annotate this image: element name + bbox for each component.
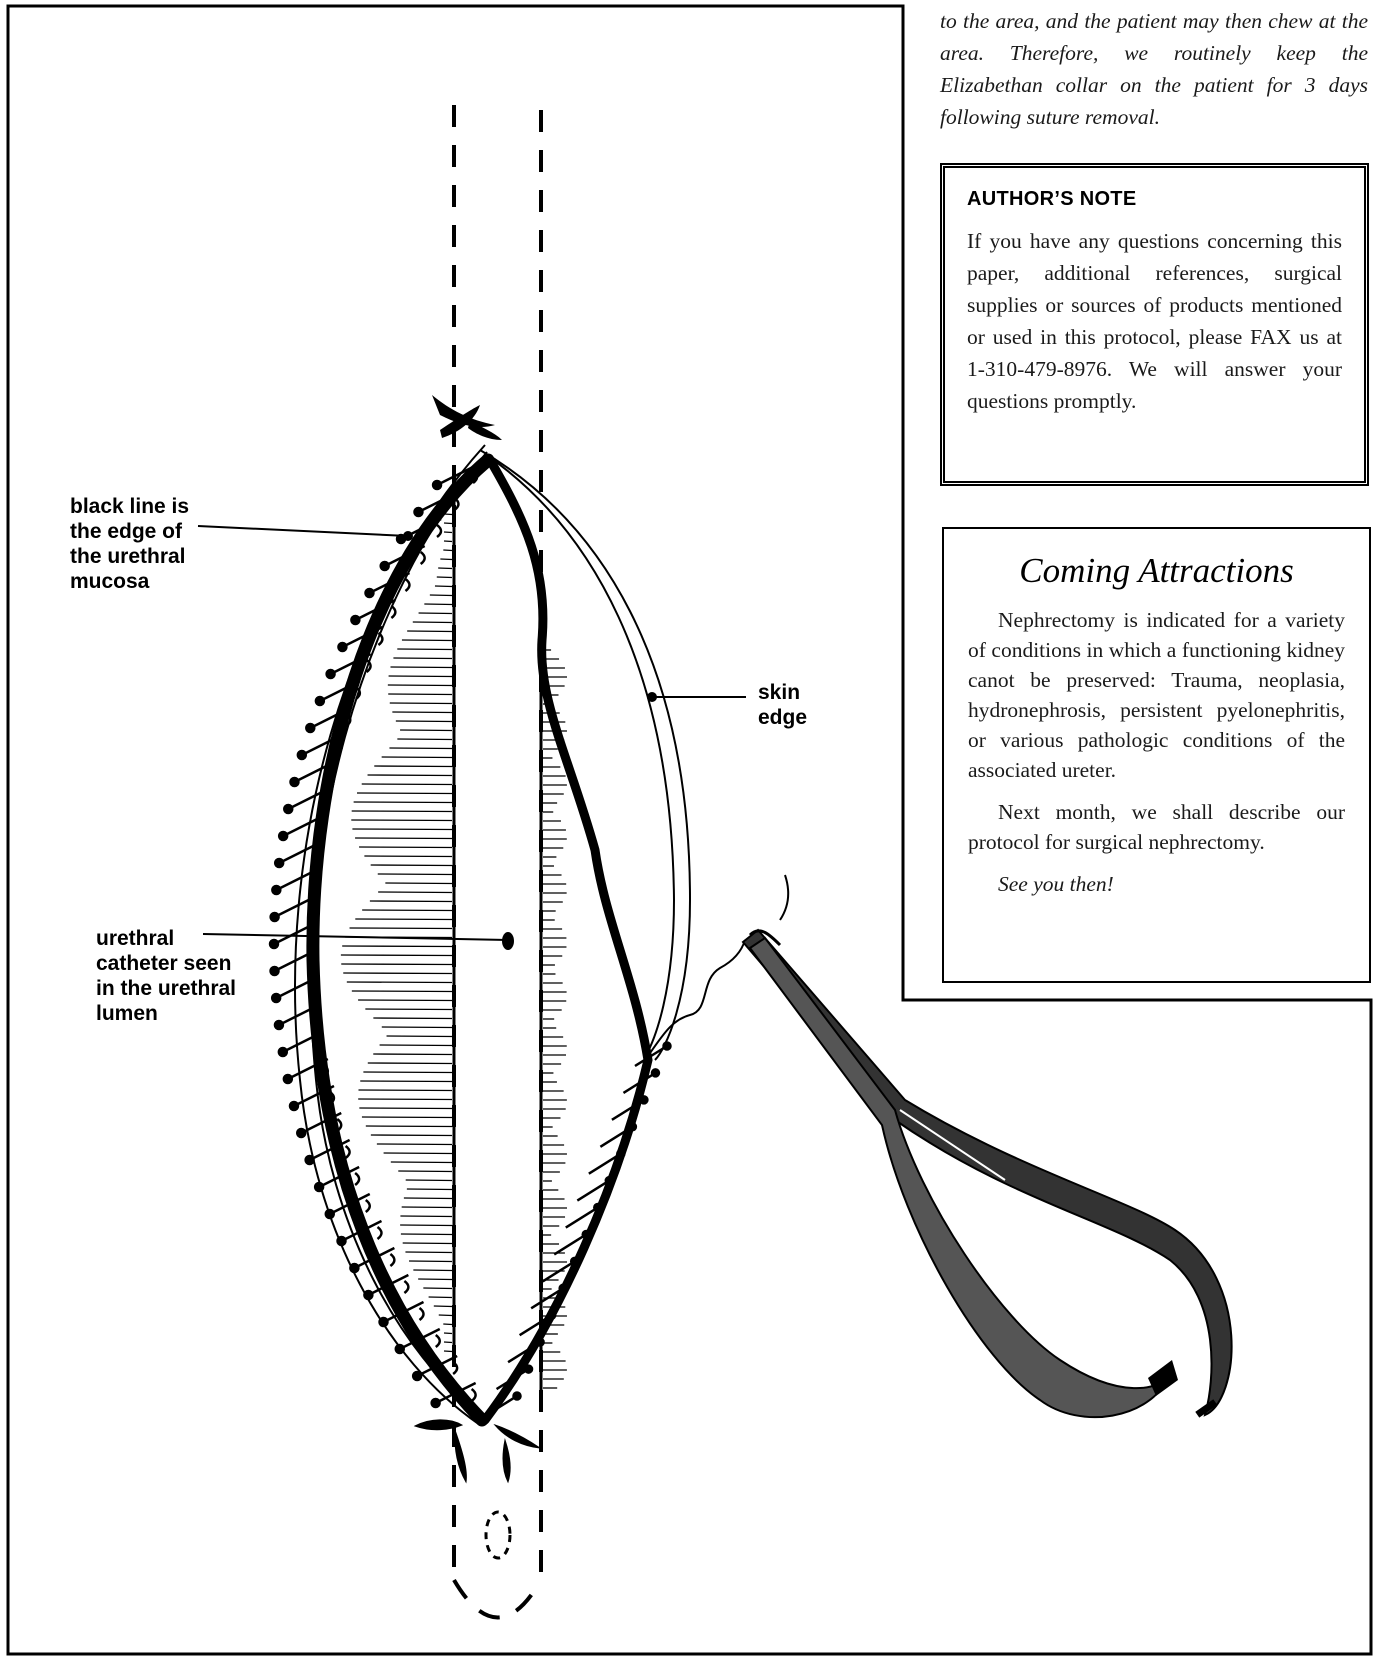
- pointer-lines: [198, 526, 746, 940]
- label-catheter: urethral catheter seen in the urethral l…: [96, 926, 236, 1026]
- needle-holder-instrument: [743, 930, 1232, 1418]
- left-skin-edge-inner: [311, 452, 487, 1418]
- top-suture-knot: [432, 395, 502, 440]
- coming-attractions-paragraph-2: Next month, we shall describe our protoc…: [968, 797, 1345, 857]
- suture-tail: [780, 875, 788, 920]
- author-note-box: AUTHOR’S NOTE If you have any questions …: [940, 163, 1369, 486]
- coming-attractions-signoff: See you then!: [968, 869, 1345, 899]
- label-mucosa-edge: black line is the edge of the urethral m…: [70, 494, 189, 594]
- label-skin-edge: skin edge: [758, 680, 807, 730]
- catheter-tube: [454, 105, 541, 1618]
- coming-attractions-box: Coming Attractions Nephrectomy is indica…: [942, 527, 1371, 983]
- author-note-body: If you have any questions concerning thi…: [967, 225, 1342, 417]
- pointer-dots: [403, 531, 657, 950]
- coming-attractions-title: Coming Attractions: [968, 551, 1345, 591]
- simple-interrupted-sutures-right: [485, 1043, 671, 1417]
- right-skin-edge: [480, 450, 690, 1060]
- right-skin-edge-inner: [488, 456, 674, 1055]
- author-note-title: AUTHOR’S NOTE: [967, 188, 1342, 211]
- coming-attractions-paragraph-1: Nephrectomy is indicated for a variety o…: [968, 605, 1345, 785]
- suture-strand: [645, 940, 745, 1060]
- intro-text: to the area, and the patient may then ch…: [940, 5, 1368, 133]
- catheter-eyelet: [486, 1512, 510, 1558]
- bottom-suture-knots: [415, 1420, 540, 1482]
